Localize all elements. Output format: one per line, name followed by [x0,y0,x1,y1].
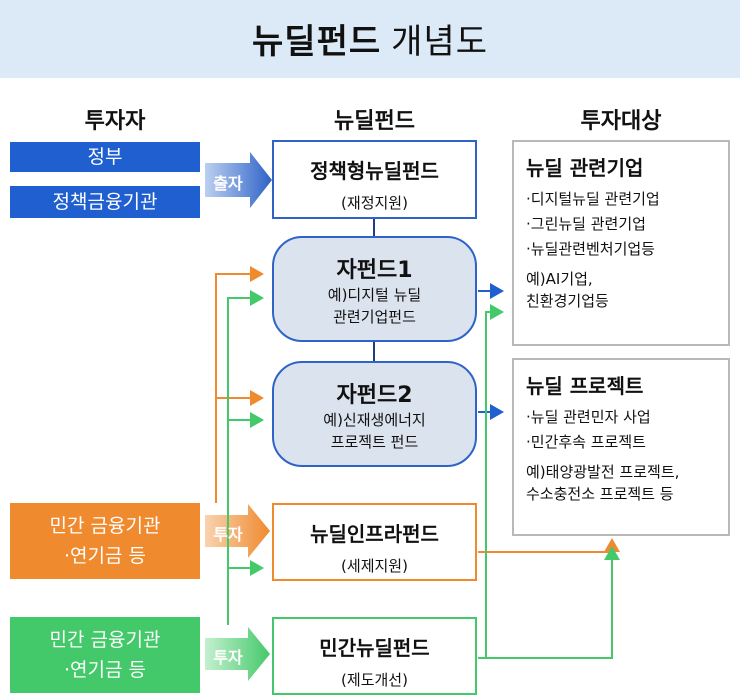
fund-private-title: 민간뉴딜펀드 [319,636,430,660]
investor-private-green-line1: 민간 금융기관 [49,629,161,651]
investor-private-orange: 민간 금융기관 ·연기금 등 [10,503,200,579]
target-projects-example2: 수소충전소 프로젝트 등 [526,485,674,503]
fund-policy-sub: (재정지원) [341,194,408,212]
sub-fund-2-title: 자펀드2 [336,383,413,408]
sub-fund-1-line2: 관련기업펀드 [333,308,416,326]
target-companies-heading: 뉴딜 관련기업 [526,156,644,180]
investor-policy-finance: 정책금융기관 [10,186,200,218]
column-header-investor: 투자자 [84,109,146,134]
investor-private-green: 민간 금융기관 ·연기금 등 [10,617,200,693]
column-header-fund: 뉴딜펀드 [334,109,415,134]
investor-private-green-line2: ·연기금 등 [64,659,146,681]
sub-fund-1-line1: 예)디지털 뉴딜 [327,286,422,304]
target-projects-item: ·뉴딜 관련민자 사업 [526,408,651,426]
target-companies-example1: 예)AI기업, [526,270,593,288]
target-companies: 뉴딜 관련기업 ·디지털뉴딜 관련기업 ·그린뉴딜 관련기업 ·뉴딜관련벤처기업… [512,140,730,346]
sub-fund-2-line2: 프로젝트 펀드 [330,433,419,451]
invest-green-arrow [205,627,270,681]
target-projects-heading: 뉴딜 프로젝트 [526,374,644,398]
sub-fund-1: 자펀드1 예)디지털 뉴딜 관련기업펀드 [272,236,477,342]
target-projects-item: ·민간후속 프로젝트 [526,433,646,451]
column-header-target: 투자대상 [580,109,662,134]
contribute-arrow [205,152,272,208]
arrow-label-invest-orange: 투자 [213,525,243,544]
target-companies-item: ·그린뉴딜 관련기업 [526,215,646,233]
title-band [0,0,740,78]
target-companies-example2: 친환경기업등 [526,292,609,310]
arrow-label-contribute: 출자 [213,174,243,193]
fund-private-sub: (제도개선) [341,671,408,689]
fund-infra-sub: (세제지원) [341,557,408,575]
invest-orange-arrow [205,504,270,558]
fund-infra: 뉴딜인프라펀드 (세제지원) [272,503,477,581]
fund-infra-title: 뉴딜인프라펀드 [310,522,439,546]
target-companies-item: ·뉴딜관련벤처기업등 [526,240,655,258]
sub-fund-2: 자펀드2 예)신재생에너지 프로젝트 펀드 [272,361,477,467]
sub-fund-1-title: 자펀드1 [336,258,413,283]
fund-policy-title: 정책형뉴딜펀드 [310,159,439,183]
target-projects: 뉴딜 프로젝트 ·뉴딜 관련민자 사업 ·민간후속 프로젝트 예)태양광발전 프… [512,358,730,536]
arrow-label-invest-green: 투자 [213,648,243,667]
investor-private-orange-line1: 민간 금융기관 [49,515,161,537]
investor-government: 정부 [10,142,200,172]
sub-fund-2-line1: 예)신재생에너지 [323,411,426,429]
title-main: 뉴딜펀드 [252,22,382,62]
fund-policy-new-deal: 정책형뉴딜펀드 (재정지원) [272,140,477,219]
target-projects-example1: 예)태양광발전 프로젝트, [526,463,680,481]
title-sub: 개념도 [391,22,488,62]
target-companies-item: ·디지털뉴딜 관련기업 [526,190,660,208]
investor-private-orange-line2: ·연기금 등 [64,545,146,567]
fund-private: 민간뉴딜펀드 (제도개선) [272,617,477,695]
